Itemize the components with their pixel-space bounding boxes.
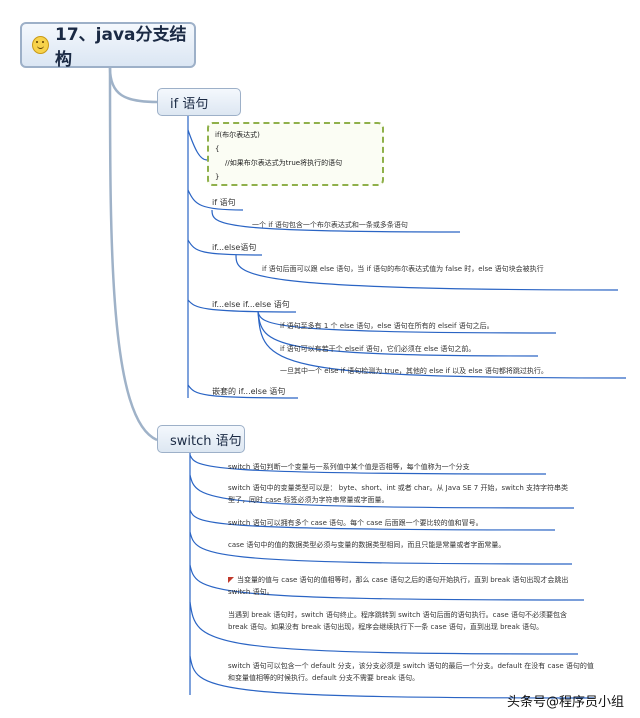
branch-detail: if 语句至多有 1 个 else 语句，else 语句在所有的 elseif … (280, 322, 494, 330)
branch-detail: if 语句后面可以跟 else 语句，当 if 语句的布尔表达式值为 false… (262, 265, 544, 273)
code-line: } (215, 173, 220, 181)
switch-item-text: 当变量的值与 case 语句的值相等时，那么 case 语句之后的语句开始执行，… (228, 576, 569, 596)
branch-detail: if 语句可以有若干个 elseif 语句，它们必须在 else 语句之前。 (280, 345, 476, 353)
branch-if-else[interactable]: if...else语句 (212, 243, 257, 252)
if-code-block: if(布尔表达式) { //如果布尔表达式为true将执行的语句 } (207, 122, 384, 186)
switch-node-label: switch 语句 (170, 433, 242, 449)
switch-item: 当遇到 break 语句时，switch 语句终止。程序跳转到 switch 语… (228, 611, 567, 631)
switch-item: switch 语句可以包含一个 default 分支，该分支必须是 switch… (228, 662, 594, 682)
flag-icon (228, 577, 234, 583)
watermark: 头条号@程序员小组 (506, 695, 624, 710)
branch-detail: 一旦其中一个 else if 语句检测为 true，其他的 else if 以及… (280, 367, 548, 375)
branch-if[interactable]: if 语句 (212, 198, 236, 207)
switch-item: switch 语句判断一个变量与一系列值中某个值是否相等，每个值称为一个分支 (228, 463, 470, 471)
if-node-label: if 语句 (170, 96, 209, 112)
switch-node[interactable]: switch 语句 (157, 425, 245, 453)
switch-item: switch 语句中的变量类型可以是： byte、short、int 或者 ch… (228, 484, 569, 504)
switch-item: switch 语句可以拥有多个 case 语句。每个 case 后面跟一个要比较… (228, 519, 483, 527)
code-line: if(布尔表达式) (215, 131, 260, 139)
if-node[interactable]: if 语句 (157, 88, 241, 116)
root-title: 17、java分支结构 (54, 25, 187, 70)
switch-item-flagged: 当变量的值与 case 语句的值相等时，那么 case 语句之后的语句开始执行，… (228, 574, 584, 598)
smiley-icon (32, 36, 49, 54)
code-line: //如果布尔表达式为true将执行的语句 (225, 159, 343, 167)
branch-nested-if[interactable]: 嵌套的 if...else 语句 (212, 387, 286, 396)
switch-item: case 语句中的值的数据类型必须与变量的数据类型相同，而且只能是常量或者字面常… (228, 541, 506, 549)
branch-if-else-if[interactable]: if...else if...else 语句 (212, 300, 290, 309)
root-node[interactable]: 17、java分支结构 (20, 22, 196, 70)
branch-detail: 一个 if 语句包含一个布尔表达式和一条或多条语句 (252, 221, 408, 229)
code-line: { (215, 145, 220, 153)
